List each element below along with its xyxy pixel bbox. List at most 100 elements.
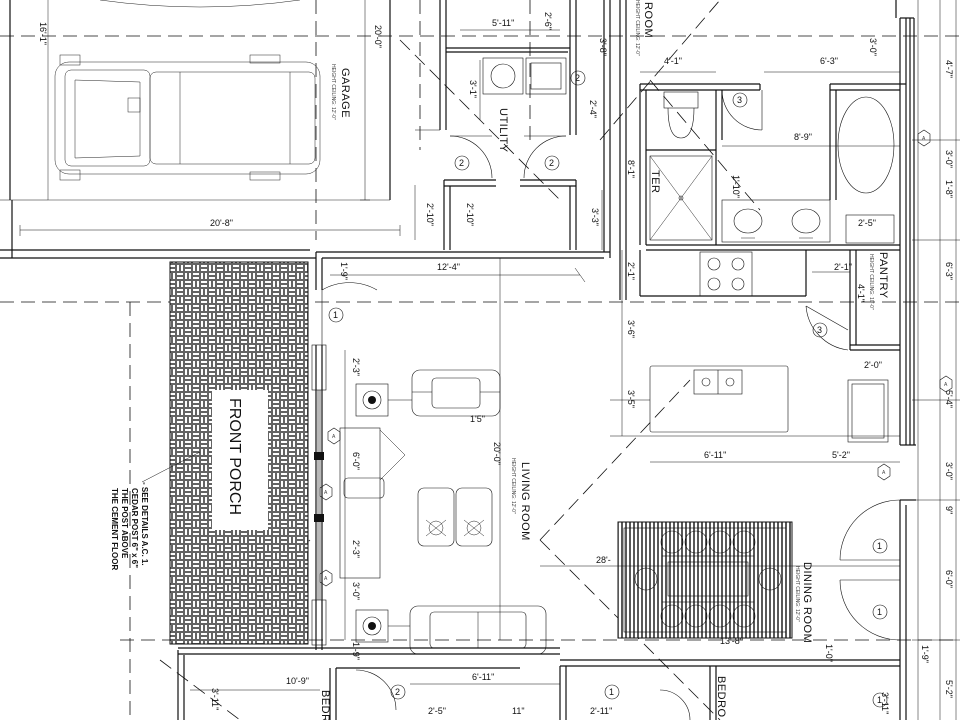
dim-hall-3-3: 3'-3" <box>590 208 600 226</box>
dim-kitchen-2-1a: 2'-1" <box>626 262 636 280</box>
svg-text:1: 1 <box>877 607 882 617</box>
bedrooms: 10'-9" 2'-5" 11" 2'-11" 3'-11" 3'-11" BE… <box>190 666 890 720</box>
dim-bath-4-1: 4'-1" <box>664 56 682 66</box>
dim-bath-1-10: 1'-10" <box>731 175 741 198</box>
pantry-label: PANTRY <box>877 252 889 299</box>
dim-dining-1-0: 1'-0" <box>824 644 834 662</box>
living-ceiling-label: HEIGHT CEILING: 12'-0" <box>510 458 516 514</box>
living-room: LIVING ROOM HEIGHT CEILING: 12'-0" 20'-0… <box>177 258 560 720</box>
dim-hall-12-4: 12'-4" <box>437 262 460 272</box>
door-tag-icon: 3 <box>812 322 828 338</box>
dim-utility-5-11: 5'-11" <box>492 18 514 28</box>
bedroom-right-label: BEDRO <box>715 676 727 718</box>
dim-bath-6-3: 6'-3" <box>820 56 838 66</box>
dim-kitchen-3-6: 3'-6" <box>626 320 636 338</box>
window-tag-icon: A <box>327 427 341 445</box>
dim-kitchen-3-5: 3'-5" <box>626 390 636 408</box>
truck-icon <box>54 0 321 181</box>
dim-garage-16-1: 16'-1" <box>38 22 48 45</box>
dim-bottom-3-11b: 3'-11" <box>880 692 890 714</box>
svg-text:A: A <box>324 490 328 496</box>
dim-right-5-2: 5'-2" <box>944 680 954 698</box>
dim-right-1-9: 1'-9" <box>920 645 930 663</box>
door-tag-icon: 1 <box>872 604 888 620</box>
dim-kitchen-2-1b: 2'-1" <box>834 262 852 272</box>
dim-living-2-3a: 2'-3" <box>351 358 361 376</box>
svg-text:2: 2 <box>459 158 464 168</box>
dim-living-6-11: 6'-11" <box>472 672 494 682</box>
window-tag-icon: A <box>319 569 333 587</box>
svg-text:1: 1 <box>877 541 882 551</box>
garage: GARAGE HEIGHT CEILING: 12'-0" 16'-1" 20'… <box>0 0 401 259</box>
dining-ceiling-label: HEIGHT CEILING: 12'-0" <box>794 566 800 622</box>
dim-kitchen-2-0: 2'-0" <box>864 360 882 370</box>
dim-living-1-9: 1'-9" <box>351 642 361 660</box>
porch-note: - SEE DETAILS A.C. 1. CEDAR POST 6" x 6"… <box>110 482 149 570</box>
svg-text:1: 1 <box>333 310 338 320</box>
svg-text:A: A <box>882 470 886 476</box>
door-tag-icon: 1 <box>872 692 888 708</box>
dim-utility-2-4: 2'-4" <box>588 100 598 118</box>
door-tag-icon: 1 <box>872 538 888 554</box>
note-line-3: THE POST ABOVE <box>120 488 129 559</box>
dim-right-3-0a: 3'-0" <box>868 38 878 56</box>
svg-text:A: A <box>324 576 328 582</box>
dim-hall-2-10b: 2'-10" <box>465 203 475 226</box>
door-tag-icon: 2 <box>390 684 406 700</box>
dim-utility-2-6: 2'-6" <box>543 12 553 30</box>
ottoman-left <box>417 487 455 547</box>
dim-kitchen-4-1: 4'-1" <box>856 284 866 302</box>
window-tag-icon: A <box>319 483 333 501</box>
svg-text:2: 2 <box>395 687 400 697</box>
window-tag-icon: A <box>917 129 931 147</box>
utility-room: UTILITY 5'-11" 2'-6" 3'-8" 3'-1" 2'-4" 2… <box>414 0 608 250</box>
dim-right-6-0: 6'-0" <box>944 570 954 588</box>
dim-living-3-0: 3'-0" <box>351 582 361 600</box>
ottoman-right <box>455 487 493 547</box>
dim-living-1-5: 1'5" <box>470 414 485 424</box>
top-room-fragment: ROOM <box>642 2 654 38</box>
top-room-fragment-ceiling: HEIGHT CEILING: 12'-0" <box>634 0 640 56</box>
svg-text:1: 1 <box>877 695 882 705</box>
living-room-label: LIVING ROOM <box>519 462 531 541</box>
bathroom: 4'-1" 6'-3" 8'-9" 8'-1" 1'-10" 2'-5" HEI… <box>603 0 906 300</box>
utility-label: UTILITY <box>497 108 509 153</box>
svg-text:1: 1 <box>609 687 614 697</box>
door-tag-icon: 1 <box>328 307 344 323</box>
door-tag-icon: 2 <box>544 155 560 171</box>
dim-dining-13-8: 13'-8" <box>720 636 743 646</box>
note-line-2: CEDAR POST 6" x 6" <box>130 488 139 568</box>
window-tags: A A A A A A <box>319 129 953 587</box>
door-tag-icon: 2 <box>454 155 470 171</box>
dim-living-6-0: 6'-0" <box>351 452 361 470</box>
dim-living-20-0: 20'-0" <box>492 442 502 465</box>
dim-bottom-11: 11" <box>512 706 525 716</box>
bedroom-left-label: BEDRO <box>319 690 331 720</box>
dim-right-3-0b: 3'-0" <box>944 150 954 168</box>
window-tag-icon: A <box>877 463 891 481</box>
kitchen: 6'-11" 5'-2" 2'-1" 3'-6" 3'-5" 2'-1" 4'-… <box>610 250 900 463</box>
front-porch-label: FRONT PORCH <box>226 398 243 515</box>
dim-bath-2-5: 2'-5" <box>858 218 876 228</box>
door-tag-icon: 3 <box>732 92 748 108</box>
dim-living-2-3b: 2'-3" <box>351 540 361 558</box>
window-tag-icon: A <box>939 375 953 393</box>
dim-right-1-8: 1'-8" <box>944 180 954 198</box>
dim-right-9: 9" <box>944 506 954 514</box>
dim-utility-3-1: 3'-1" <box>468 80 478 98</box>
svg-text:3: 3 <box>817 325 822 335</box>
pantry-ceiling-label: HEIGHT CEILING: 10'-0" <box>868 254 874 310</box>
right-exterior-wall: 4'-7" 3'-0" 3'-0" 1'-8" 6'-3" 5'-4" 3'-0… <box>868 0 960 720</box>
top-right-fragment: TER <box>649 170 661 194</box>
svg-text:A: A <box>922 136 926 142</box>
dim-garage-20-0: 20'-0" <box>373 25 383 48</box>
svg-text:3: 3 <box>737 95 742 105</box>
dim-hall-2-10a: 2'-10" <box>425 203 435 226</box>
dim-bottom-10-9: 10'-9" <box>286 676 309 686</box>
armchair-top <box>411 369 501 417</box>
dim-bath-8-9: 8'-9" <box>794 132 812 142</box>
note-line-4: THE CEMENT FLOOR <box>110 488 119 570</box>
door-tags: 2 2 2 3 3 1 1 1 1 2 1 <box>328 70 888 708</box>
dim-utility-3-8: 3'-8" <box>598 38 608 56</box>
